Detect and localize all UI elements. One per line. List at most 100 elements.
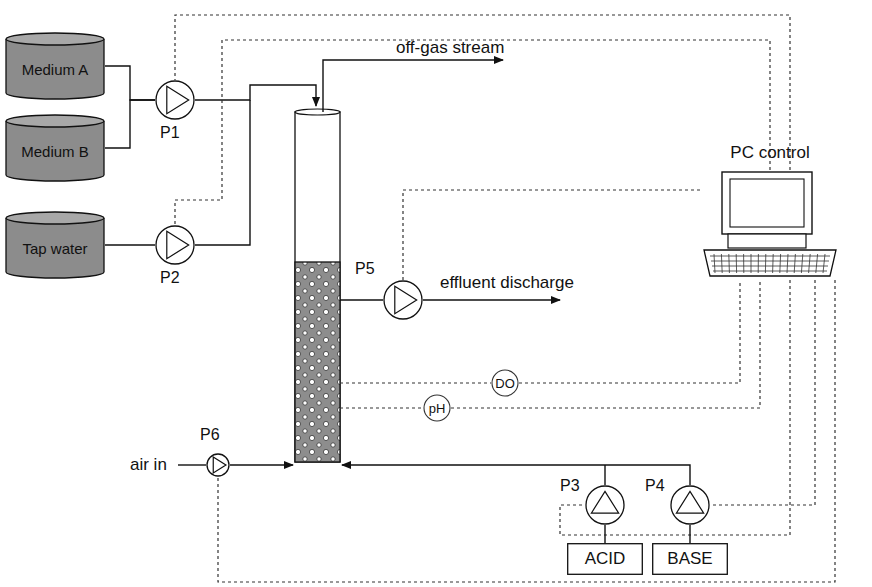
medium-tank: Medium A	[5, 32, 105, 100]
pump-label: P5	[355, 260, 375, 278]
stream-label: off-gas stream	[396, 38, 504, 58]
keyboard-keys	[710, 254, 830, 273]
pump-circle	[156, 226, 194, 264]
key-gap	[787, 254, 788, 273]
pump-symbol-outline	[155, 225, 195, 265]
pipe-line	[105, 244, 155, 245]
pump-label: P1	[160, 124, 180, 142]
pc-label: PC control	[700, 143, 840, 163]
pump-circle	[156, 81, 194, 119]
pump-symbol-outline	[670, 485, 710, 525]
air-pipe	[230, 464, 293, 465]
pump-circle	[586, 486, 624, 524]
pipe-line	[689, 525, 690, 543]
tank-label: Medium B	[21, 143, 89, 160]
box-border	[653, 544, 728, 575]
sensor-probe: DO	[491, 369, 519, 397]
reagent-box: BASE	[652, 543, 728, 575]
box-border	[568, 544, 643, 575]
pump-label: P3	[560, 477, 580, 495]
pump-triangle	[167, 231, 189, 258]
pump-circle	[384, 281, 422, 319]
control-signal-line	[519, 280, 740, 383]
key-gap	[751, 254, 752, 273]
dosing-pipe	[604, 465, 605, 485]
control-signal-line	[451, 280, 760, 408]
key-gap	[779, 254, 781, 273]
medium-tank: Tap water	[5, 211, 105, 279]
key-gap	[801, 254, 802, 273]
screen	[730, 179, 804, 227]
pump-circle	[671, 486, 709, 524]
reactor-liquid	[295, 262, 340, 462]
off-gas-pipe	[323, 60, 503, 112]
key-gap	[794, 254, 795, 273]
monitor	[722, 172, 812, 234]
pump-symbol-outline	[155, 80, 195, 120]
pump-symbol-outline	[383, 280, 423, 320]
sensor-circle	[492, 370, 518, 396]
tank-top	[6, 212, 104, 224]
sensor-label: DO	[495, 376, 515, 391]
stream-label: air in	[130, 455, 167, 475]
box-label: BASE	[667, 549, 712, 569]
tank-label: Tap water	[22, 240, 87, 257]
pump-triangle	[167, 86, 189, 113]
reagent-box: ACID	[567, 543, 643, 575]
pump-symbol: P4	[670, 485, 710, 525]
sensor-wire	[340, 382, 491, 383]
pump-triangle	[213, 457, 226, 473]
stream-label: effluent discharge	[440, 273, 574, 293]
tank-top	[6, 33, 104, 45]
pump-triangle	[591, 491, 618, 513]
feed-pipe	[195, 85, 316, 106]
key-gap	[823, 254, 825, 273]
medium-tank: Medium B	[5, 114, 105, 182]
pump-label: P2	[160, 269, 180, 287]
key-gap	[758, 254, 759, 273]
key-gap	[765, 254, 766, 273]
pump-symbol: P6	[206, 453, 230, 477]
dosing-pipe	[342, 465, 690, 485]
pump-symbol: P1	[155, 80, 195, 120]
effluent-pipe	[423, 299, 560, 300]
pump-symbol: P5	[383, 280, 423, 320]
pump-symbol-outline	[585, 485, 625, 525]
sensor-circle	[424, 395, 450, 421]
tank-body	[6, 121, 104, 181]
control-signal-line	[403, 190, 700, 280]
reactor-column	[295, 112, 340, 462]
pump-circle	[207, 454, 229, 476]
key-row	[713, 271, 827, 272]
keyboard	[704, 250, 836, 276]
key-gap	[714, 254, 715, 273]
key-gap	[809, 254, 811, 273]
sensor-probe: pH	[423, 394, 451, 422]
tank-top	[6, 115, 104, 127]
key-gap	[721, 254, 723, 273]
pc-computer-outline	[700, 170, 840, 280]
pipe-line	[105, 100, 155, 148]
control-signal-line	[560, 280, 790, 535]
pump-symbol: P3	[585, 485, 625, 525]
pc-computer: PC control	[700, 170, 840, 280]
control-signal-line	[175, 15, 790, 170]
sensor-label: pH	[429, 401, 446, 416]
column-top	[295, 109, 340, 115]
key-gap	[728, 254, 730, 273]
key-gap	[816, 254, 818, 273]
control-signal-line	[218, 280, 835, 582]
pump-label: P6	[200, 426, 220, 444]
air-pipe	[178, 464, 206, 465]
pipe-line	[604, 525, 605, 543]
tank-body	[6, 39, 104, 99]
box-label: ACID	[585, 549, 626, 569]
key-gap	[736, 254, 737, 273]
key-row	[710, 256, 830, 257]
key-gap	[772, 254, 774, 273]
effluent-pipe	[340, 299, 383, 300]
pump-symbol-outline	[206, 453, 230, 477]
